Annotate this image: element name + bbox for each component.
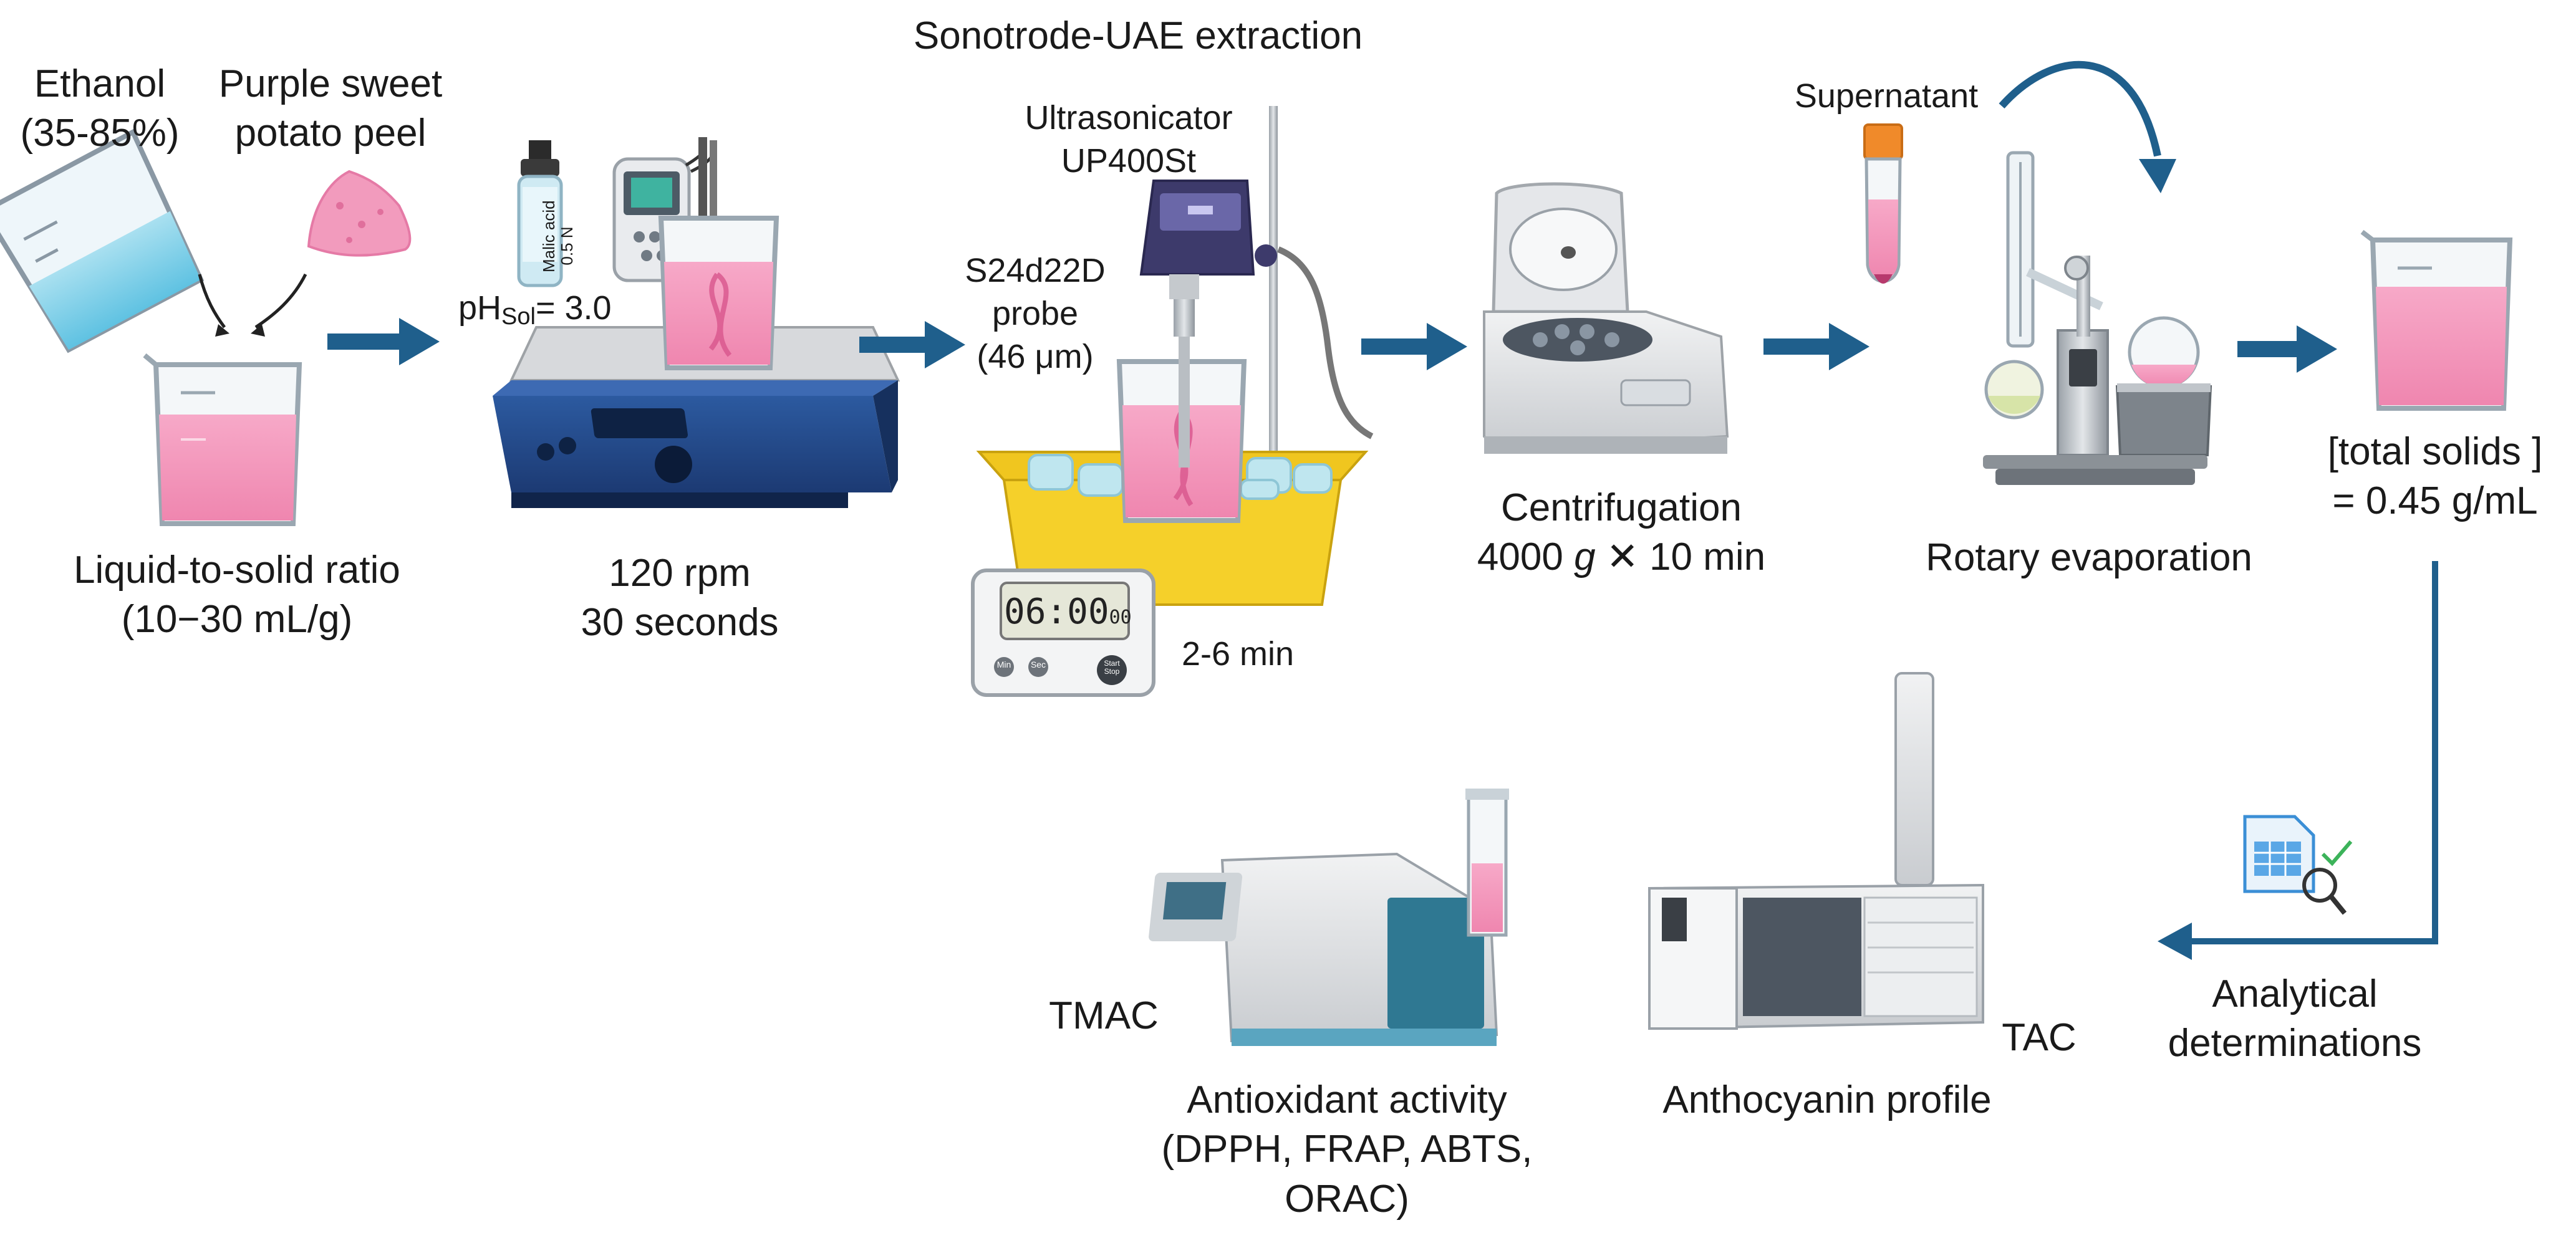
analytical-determinations-line-1: Analytical	[2212, 972, 2378, 1015]
hplc-instrument-icon	[1648, 672, 1984, 1030]
antioxidant-line-1: Antioxidant activity	[1187, 1078, 1507, 1121]
mixture-beaker-icon	[143, 353, 302, 526]
merge-arrows-icon	[198, 273, 307, 329]
potato-peel-label-line-1: Purple sweet	[218, 62, 443, 105]
flow-arrow-3-icon	[1361, 323, 1467, 370]
timer-sec-button-label: Sec	[1030, 660, 1046, 669]
potato-peel-label: Purple sweet potato peel	[209, 59, 452, 158]
centrifugation-g-unit: g	[1574, 535, 1596, 579]
total-solids-line-1: [total solids ]	[2327, 430, 2543, 473]
ethanol-label-line-2: (35-85%)	[20, 112, 180, 155]
supernatant-tube-icon	[1863, 123, 1903, 284]
analysis-arrowhead-icon	[2158, 923, 2192, 960]
ph-value: = 3.0	[535, 289, 612, 327]
sonication-time-label: 2-6 min	[1181, 635, 1295, 673]
centrifugation-title: Centrifugation	[1500, 486, 1742, 529]
flow-arrow-1-icon	[327, 318, 440, 365]
antioxidant-activity-label: Antioxidant activity (DPPH, FRAP, ABTS, …	[1122, 1075, 1571, 1224]
ultrasonicator-label-line-2: UP400St	[1061, 142, 1197, 180]
timer-display-small: 00	[1109, 607, 1132, 628]
rotary-evaporation-label: Rotary evaporation	[1926, 536, 2252, 579]
ultrasonicator-label: Ultrasonicator UP400St	[973, 97, 1285, 183]
timer-start-stop-button-label: Start Stop	[1104, 659, 1120, 676]
cuvette-icon	[1465, 789, 1509, 937]
timer-icon	[971, 569, 1155, 697]
stirring-time: 30 seconds	[581, 601, 779, 645]
total-solids-label: [total solids ] = 0.45 g/mL	[2295, 427, 2575, 526]
flow-arrow-2-icon	[859, 321, 965, 368]
probe-label-line-1: S24d22D	[965, 252, 1106, 289]
centrifugation-time: ✕ 10 min	[1606, 535, 1766, 579]
concentrated-extract-beaker-icon	[2360, 229, 2513, 411]
antioxidant-line-3: ORAC)	[1285, 1177, 1409, 1221]
arrowhead-left-icon	[215, 324, 229, 337]
ultrasonicator-icon	[1139, 106, 1374, 455]
ethanol-label: Ethanol (35-85%)	[9, 59, 190, 158]
ultrasonicator-label-line-1: Ultrasonicator	[1025, 99, 1233, 137]
centrifugation-label: Centrifugation 4000 g ✕ 10 min	[1422, 483, 1821, 582]
analytical-determinations-label: Analytical determinations	[2120, 969, 2469, 1068]
ph-subscript: Sol	[501, 304, 536, 330]
malic-acid-label-line-1: Malic acid	[539, 200, 558, 272]
centrifugation-force: 4000	[1477, 535, 1563, 579]
ethanol-beaker-icon	[0, 128, 205, 353]
timer-min-button-label: Min	[996, 660, 1011, 669]
liquid-solid-ratio-label: Liquid-to-solid ratio (10−30 mL/g)	[19, 545, 455, 645]
probe-label: S24d22D probe (46 μm)	[942, 249, 1129, 378]
centrifuge-icon	[1483, 182, 1729, 454]
total-solids-line-2: = 0.45 g/mL	[2332, 479, 2538, 523]
stirring-conditions-label: 120 rpm 30 seconds	[518, 549, 842, 648]
probe-label-line-2: probe	[991, 295, 1079, 333]
probe-label-line-3: (46 μm)	[977, 338, 1094, 376]
ph-prefix: pH	[458, 289, 502, 327]
flow-arrow-4-icon	[1763, 323, 1869, 370]
ph-label-text: pHSol= 3.0	[458, 289, 612, 330]
analytical-determinations-line-2: determinations	[2168, 1022, 2422, 1065]
ethanol-label-line-1: Ethanol	[34, 62, 166, 105]
analysis-connector-line	[2189, 561, 2438, 944]
potato-peel-powder-icon	[307, 170, 412, 257]
malic-acid-bottle-icon	[517, 140, 563, 287]
report-search-icon	[2243, 815, 2353, 915]
ratio-label-line-2: (10−30 mL/g)	[121, 598, 353, 641]
page-title: Sonotrode-UAE extraction	[913, 14, 1363, 57]
stirred-beaker-icon	[658, 216, 779, 370]
tmac-label: TMAC	[1049, 994, 1159, 1037]
timer-display-main: 06:00	[1004, 592, 1109, 632]
potato-peel-label-line-2: potato peel	[234, 112, 427, 155]
antioxidant-line-2: (DPPH, FRAP, ABTS,	[1161, 1128, 1533, 1171]
tac-label: TAC	[2002, 1016, 2077, 1059]
supernatant-label: Supernatant	[1794, 77, 1979, 115]
centrifugation-conditions: 4000 g ✕ 10 min	[1422, 532, 1821, 582]
supernatant-arrowhead-icon	[2139, 159, 2176, 193]
ratio-label-line-1: Liquid-to-solid ratio	[74, 549, 400, 592]
timer-display: 06:0000	[1004, 590, 1132, 635]
stirring-speed: 120 rpm	[609, 552, 751, 595]
flow-arrow-5-icon	[2237, 325, 2337, 373]
arrowhead-right-icon	[251, 324, 265, 337]
supernatant-curved-arrow-icon	[1999, 60, 2161, 157]
malic-acid-bottle-label: Malic acid 0.5 N	[539, 200, 576, 272]
malic-acid-label-line-2: 0.5 N	[557, 226, 576, 266]
anthocyanin-profile-label: Anthocyanin profile	[1662, 1078, 1992, 1121]
rotary-evaporator-icon	[1983, 151, 2212, 485]
ph-label: pHSol= 3.0	[458, 287, 633, 332]
spectrophotometer-icon	[1149, 852, 1498, 1046]
sonication-beaker-icon	[1116, 349, 1247, 523]
